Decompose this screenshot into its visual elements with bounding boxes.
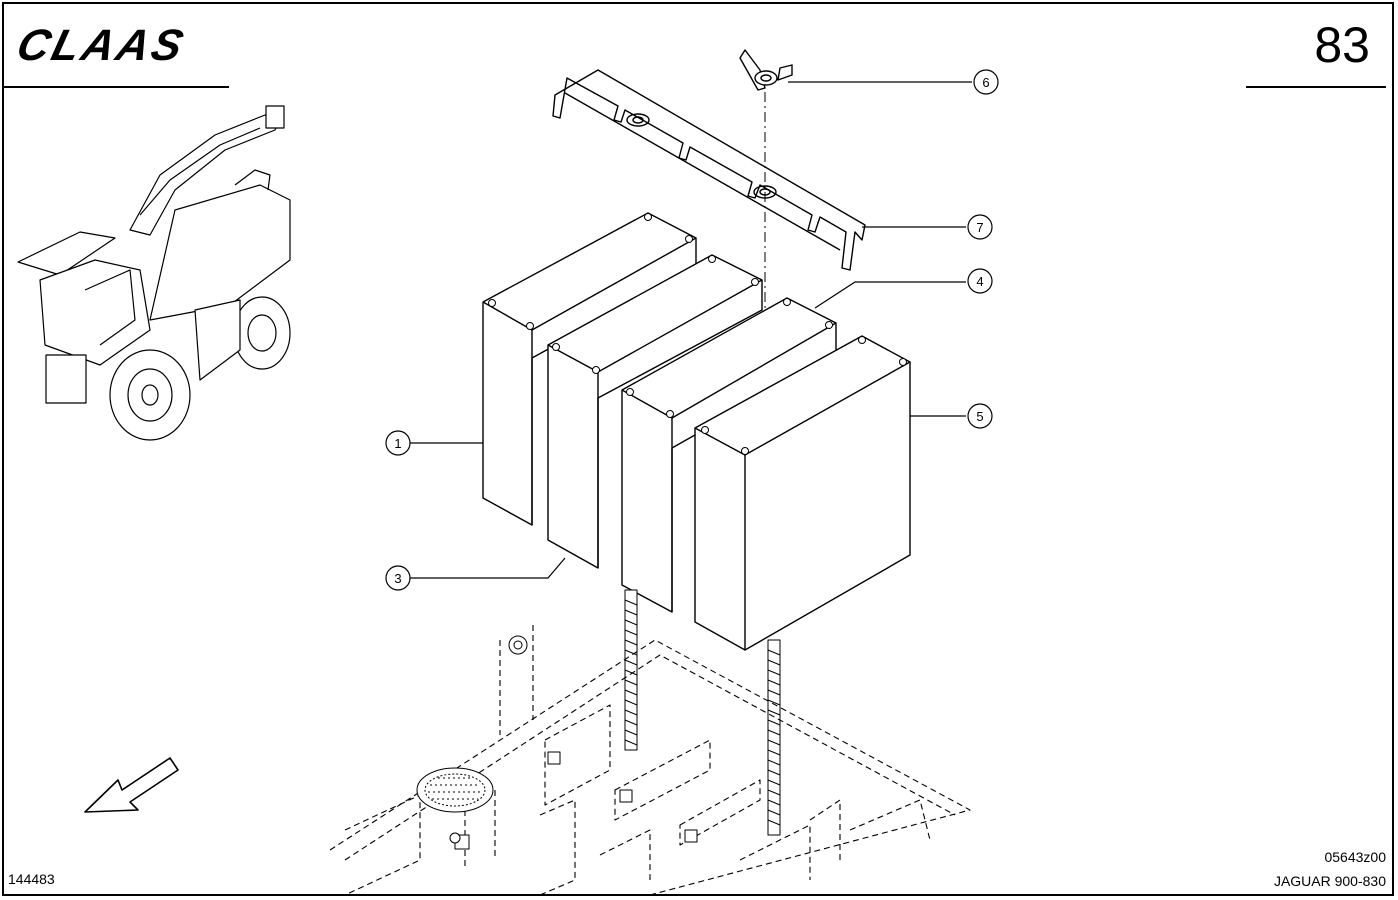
callout-label: 5 <box>976 409 983 424</box>
header-rule-left <box>4 86 229 88</box>
header-rule-right <box>1246 86 1386 88</box>
callout-1: 1 <box>385 430 411 456</box>
harvester-thumbnail <box>17 105 291 441</box>
wing-nut <box>739 49 793 91</box>
callout-5: 5 <box>967 403 993 429</box>
model-name: JAGUAR 900-830 <box>1273 873 1386 889</box>
standoff-post <box>508 635 528 655</box>
ventilation-grille <box>416 767 494 813</box>
callout-label: 3 <box>394 571 401 586</box>
connectors <box>449 751 698 850</box>
callout-3: 3 <box>385 565 411 591</box>
callout-label: 6 <box>982 75 989 90</box>
base-plate-outline <box>329 625 971 896</box>
callout-4: 4 <box>967 268 993 294</box>
callout-label: 4 <box>976 274 983 289</box>
callout-7: 7 <box>967 214 993 240</box>
callout-6: 6 <box>973 69 999 95</box>
illustration-id: 144483 <box>8 871 55 887</box>
callout-label: 7 <box>976 220 983 235</box>
threaded-rods <box>624 589 781 836</box>
callout-label: 1 <box>394 436 401 451</box>
mounting-bracket <box>552 69 866 271</box>
direction-arrow <box>84 757 179 813</box>
drawing-code: 05643z00 <box>1324 849 1386 865</box>
page-number: 83 <box>1314 17 1370 73</box>
